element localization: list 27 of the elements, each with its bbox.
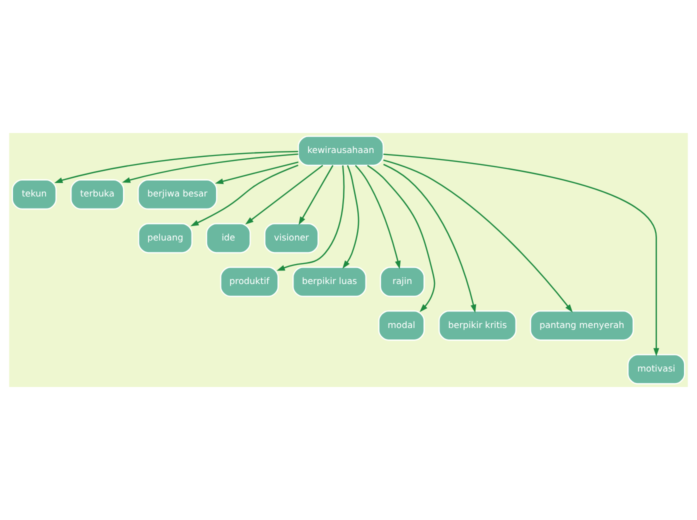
node-box: terbuka bbox=[70, 179, 124, 210]
node-box: berjiwa besar bbox=[138, 179, 218, 210]
node-box: peluang bbox=[138, 223, 193, 254]
arrow bbox=[383, 164, 476, 313]
arrow bbox=[367, 164, 436, 312]
arrow bbox=[354, 164, 401, 270]
node-box: produktif bbox=[220, 266, 279, 297]
arrow bbox=[215, 162, 298, 184]
arrow bbox=[383, 160, 573, 312]
node-box: tekun bbox=[12, 179, 57, 210]
arrow bbox=[54, 150, 298, 183]
arrow bbox=[383, 154, 660, 356]
arrow bbox=[342, 165, 360, 269]
node-box: pantang menyerah bbox=[530, 310, 634, 341]
node-box: berpikir kritis bbox=[438, 310, 517, 341]
node-box: motivasi bbox=[627, 354, 686, 384]
arrow bbox=[245, 164, 324, 225]
node-box: modal bbox=[378, 310, 425, 341]
node-box: kewirausahaan bbox=[298, 136, 384, 166]
arrow bbox=[190, 164, 298, 226]
node-box: berpikir luas bbox=[292, 266, 366, 297]
arrow bbox=[298, 165, 334, 226]
node-box: visioner bbox=[264, 223, 319, 254]
node-box: ide bbox=[206, 223, 251, 254]
node-box: rajin bbox=[380, 266, 425, 297]
arrow bbox=[122, 153, 298, 183]
arrow bbox=[276, 165, 345, 271]
